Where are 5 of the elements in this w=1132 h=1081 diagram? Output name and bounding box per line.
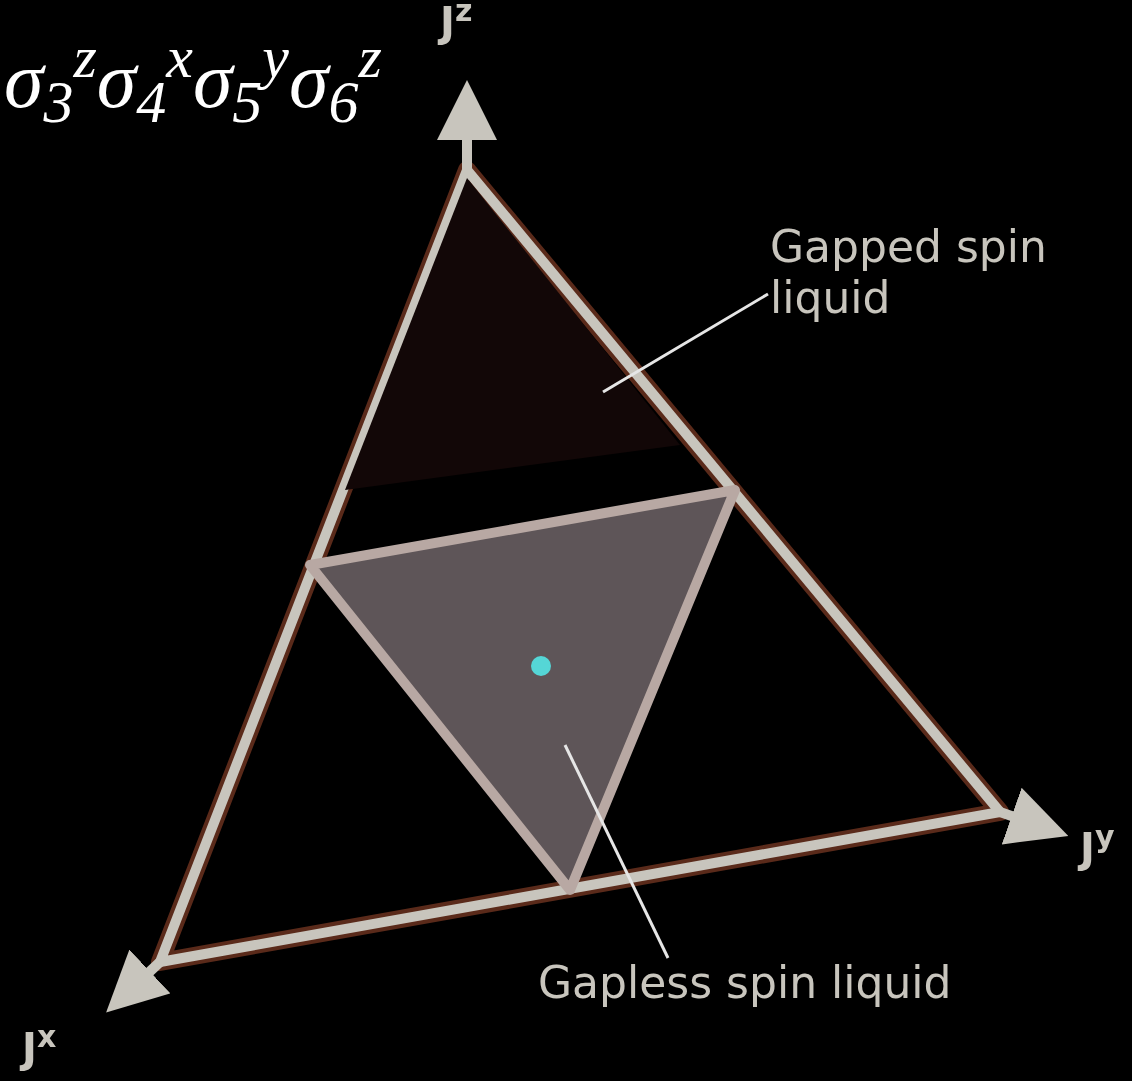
region-label: Gapped spin liquid <box>770 222 1048 324</box>
gapped-region-triangle <box>345 178 680 490</box>
gapless-region-triangle <box>305 485 740 895</box>
region-label: Gapless spin liquid <box>538 958 953 1009</box>
leader-line <box>563 744 670 959</box>
